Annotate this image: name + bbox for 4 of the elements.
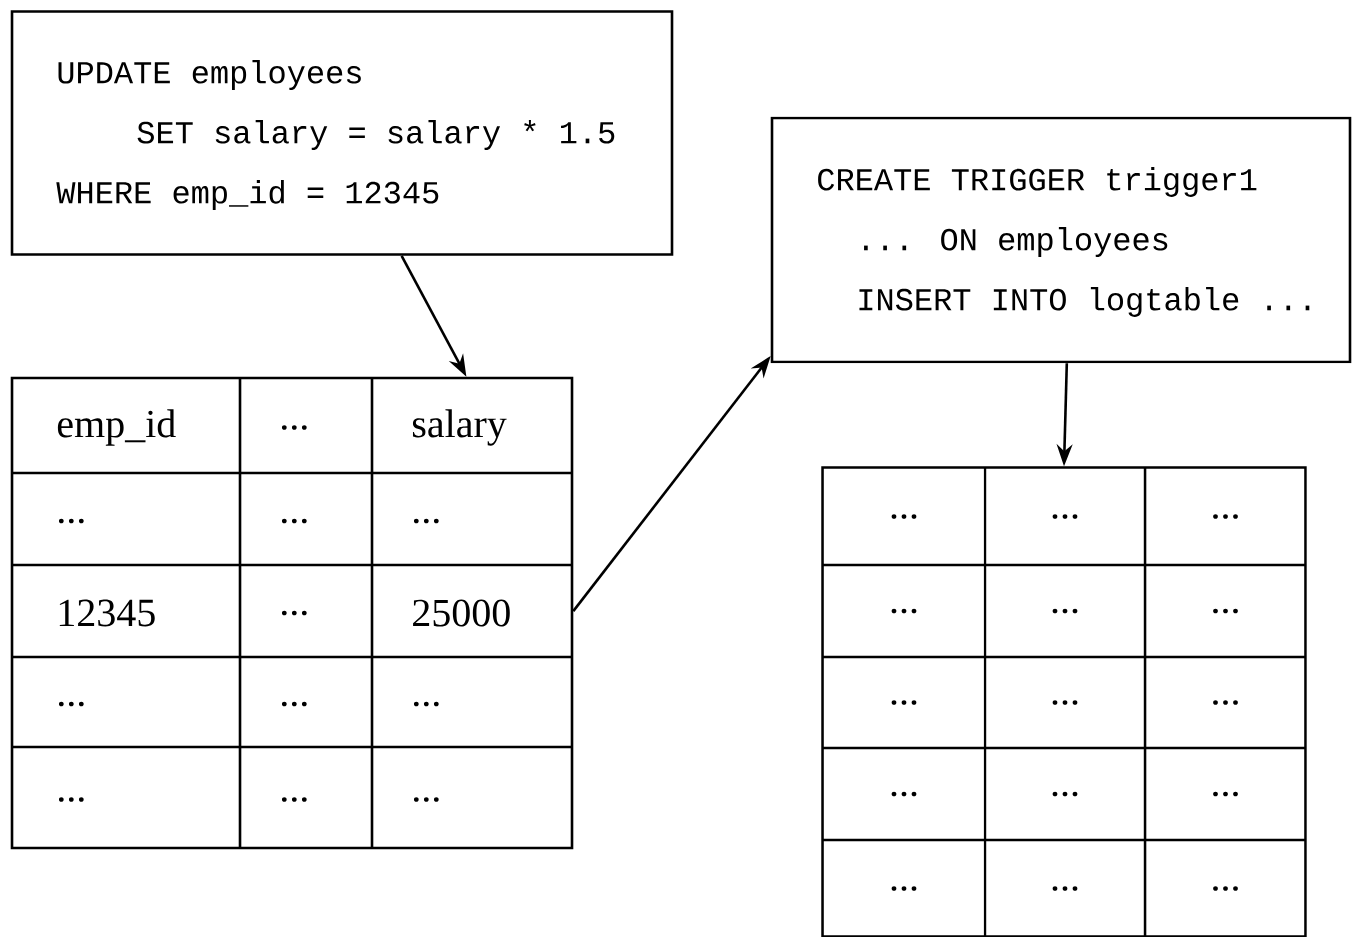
table: ... ... ... ... ... ... ... ... ... ... ... ... ... ... ... — [821, 466, 1307, 937]
code-box: CREATE TRIGGER trigger1 ... ON employees INSERT INTO logtable ... — [770, 116, 1352, 364]
code-box: UPDATE employees SET salary = salary * 1.5 WHERE emp_id = 12345 — [10, 10, 674, 256]
table: emp_id ... salary ... ... ... 12345 ... 25000 ... ... ... ... ... ... — [10, 376, 574, 850]
